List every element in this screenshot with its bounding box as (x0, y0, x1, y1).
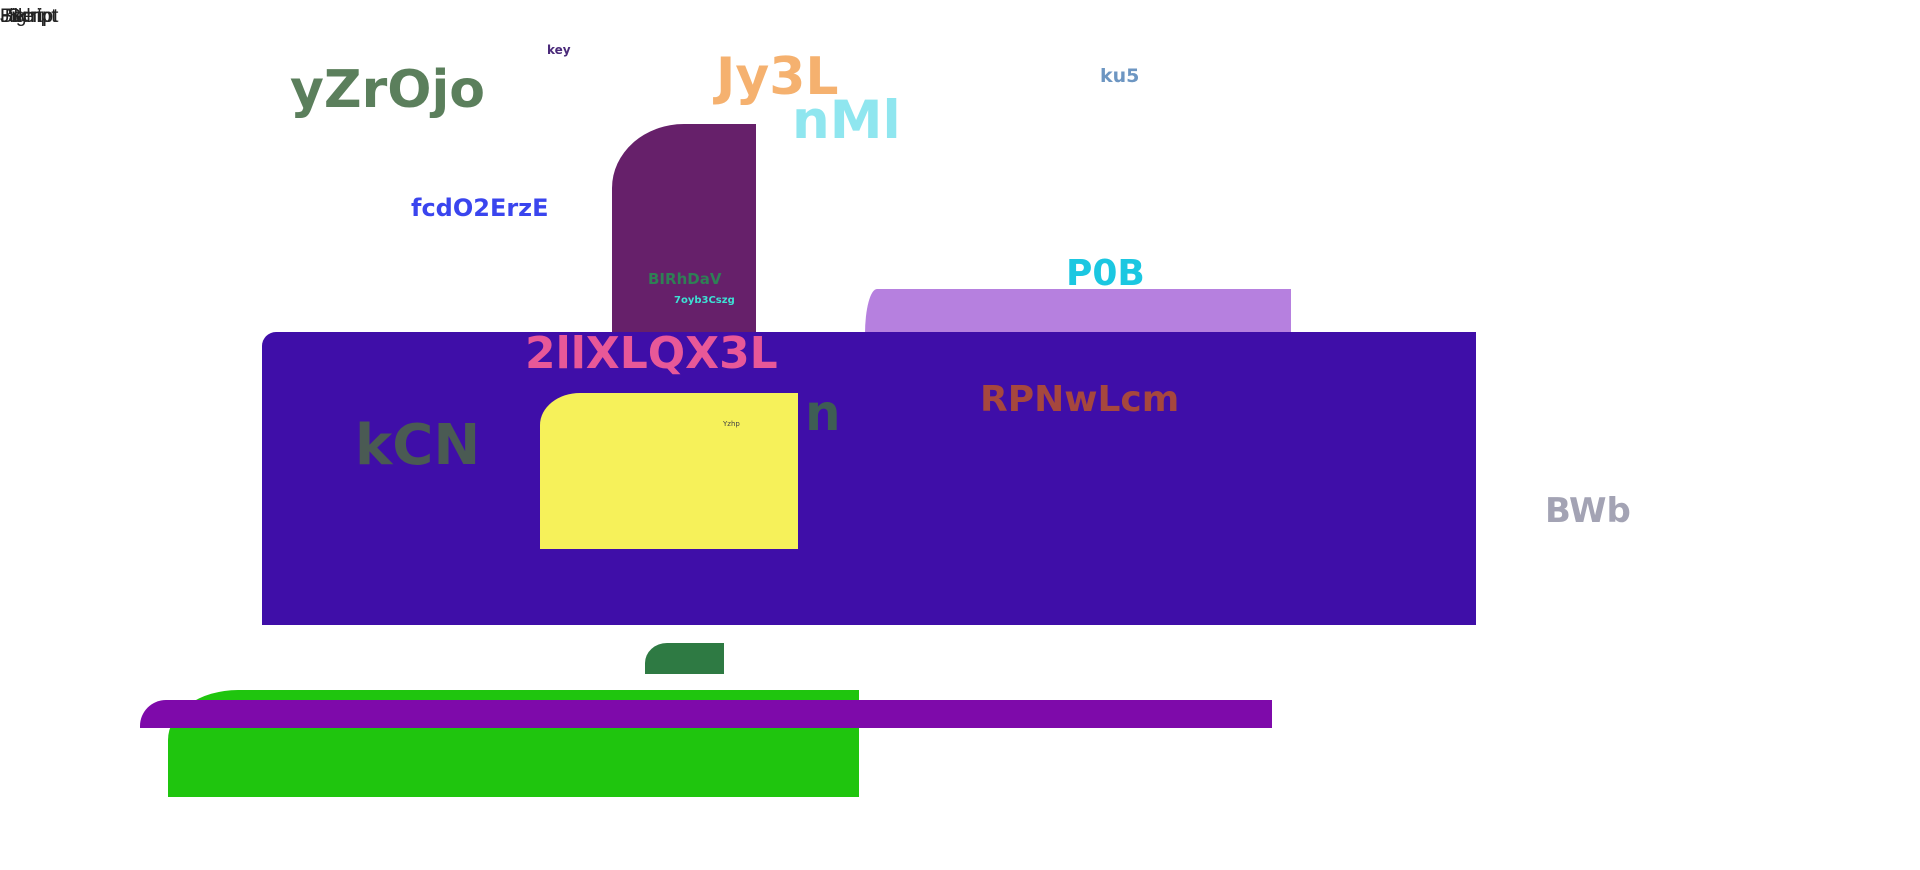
main-panel (262, 332, 1476, 625)
stray-word-stack: Jill Fight Bee Script ript (0, 7, 100, 29)
yellow-card (540, 393, 798, 549)
label-birhdav: BIRhDaV (648, 270, 722, 288)
label-bwb: BWb (1545, 491, 1631, 531)
label-yzrojo: yZrOjo (290, 60, 485, 120)
label-kcn: kCN (355, 413, 481, 478)
label-ku5: ku5 (1100, 65, 1140, 87)
label-fcdo2erze: fcdO2ErzE (411, 194, 549, 222)
label-p0b: P0B (1066, 253, 1145, 294)
label-2llxlqx3l: 2llXLQX3L (525, 328, 778, 379)
stray-word: Jill (0, 6, 23, 27)
stray-word: Fight (0, 6, 43, 27)
label-jy3l: Jy3L (716, 47, 839, 107)
purple-bar (140, 700, 1272, 728)
stray-word: ript (32, 6, 59, 27)
label-7oyb3cszg: 7oyb3Cszg (674, 295, 735, 306)
label-nml: nMl (792, 90, 901, 151)
lavender-block (865, 289, 1291, 334)
dark-green-tab (645, 643, 724, 674)
maroon-block (612, 124, 756, 334)
label-n: n (805, 384, 841, 442)
stray-word: Script (8, 6, 57, 27)
label-key: key (547, 43, 571, 57)
label-yzhp: Yzhp (723, 420, 740, 428)
label-rpnwlcm: RPNwLcm (980, 379, 1180, 420)
stray-word: Bee (0, 6, 34, 27)
